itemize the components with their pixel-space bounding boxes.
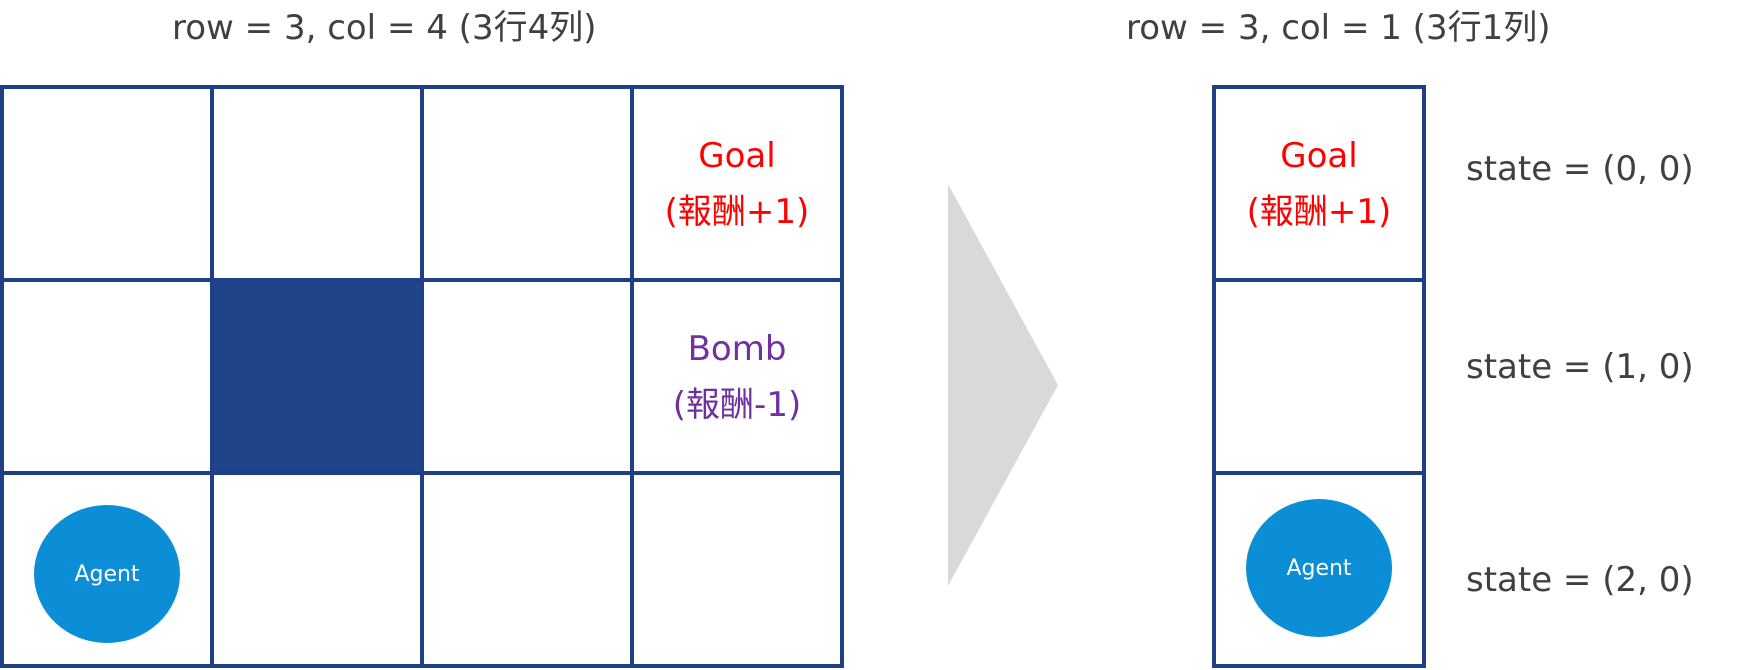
agent-circle: Agent: [1246, 499, 1392, 637]
left-grid-caption: row = 3, col = 4 (3行4列): [172, 8, 597, 48]
cell-0-2: [424, 89, 634, 282]
cell-2-3: [634, 475, 844, 668]
agent-label: Agent: [74, 561, 140, 587]
bomb-reward: (報酬-1): [672, 384, 802, 425]
state-label-1: state = (1, 0): [1466, 347, 1694, 387]
goal-reward: (報酬+1): [664, 191, 810, 232]
transform-arrow-icon: [948, 184, 1058, 586]
goal-cell: Goal (報酬+1): [634, 89, 844, 282]
grid-3x4: Goal (報酬+1) Bomb (報酬-1) Agent: [0, 85, 844, 668]
cell-0-1: [214, 89, 424, 282]
cell-1-0: [4, 282, 214, 475]
wall-cell: [214, 282, 424, 475]
state-label-0: state = (0, 0): [1466, 149, 1694, 189]
bomb-cell: Bomb (報酬-1): [634, 282, 844, 475]
grid-3x1: Goal (報酬+1) Agent: [1212, 85, 1426, 668]
goal-label: Goal: [1280, 135, 1358, 176]
agent-cell: Agent: [4, 475, 214, 668]
cell-1-0: [1216, 282, 1426, 475]
state-label-2: state = (2, 0): [1466, 560, 1694, 600]
cell-2-1: [214, 475, 424, 668]
cell-1-2: [424, 282, 634, 475]
goal-cell: Goal (報酬+1): [1216, 89, 1426, 282]
right-grid-caption: row = 3, col = 1 (3行1列): [1126, 8, 1551, 48]
agent-circle: Agent: [34, 505, 180, 643]
cell-2-2: [424, 475, 634, 668]
cell-0-0: [4, 89, 214, 282]
agent-cell: Agent: [1216, 475, 1426, 668]
goal-reward: (報酬+1): [1246, 191, 1392, 232]
goal-label: Goal: [698, 135, 776, 176]
agent-label: Agent: [1286, 555, 1352, 581]
bomb-label: Bomb: [687, 328, 787, 369]
